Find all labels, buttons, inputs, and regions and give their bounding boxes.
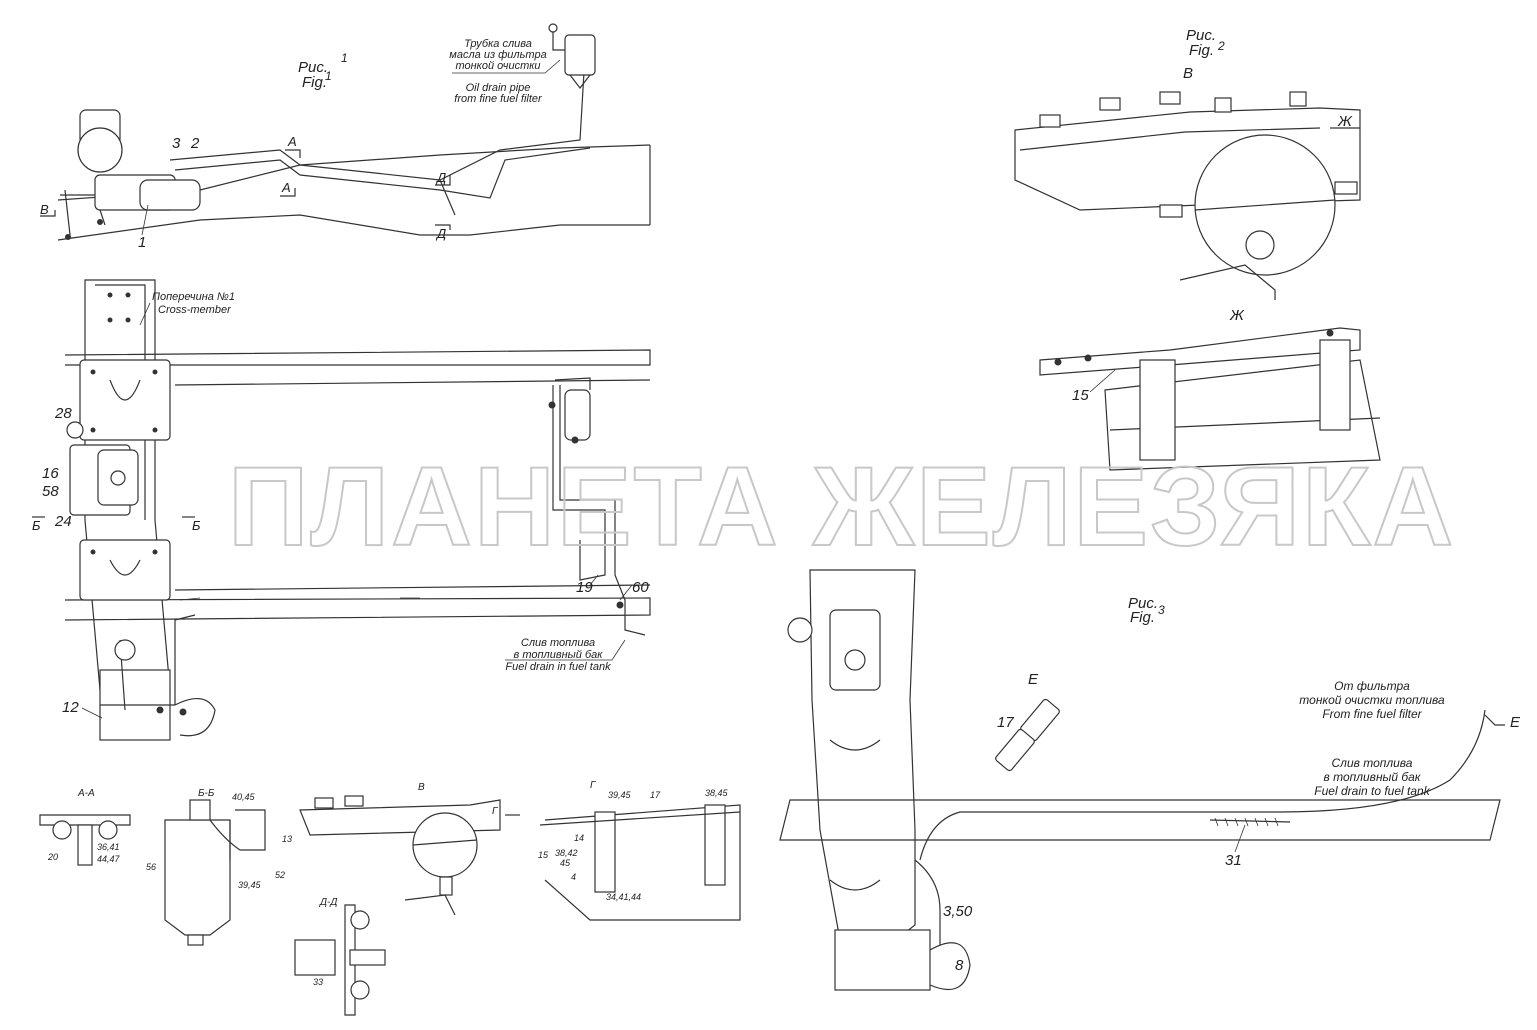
svg-text:19: 19 (576, 579, 593, 596)
section-bb: Б-Б 40,45 13 56 52 39,45 (146, 788, 292, 946)
svg-text:from fine fuel filter: from fine fuel filter (454, 93, 543, 105)
fig3-rail (779, 799, 1501, 841)
svg-text:44,47: 44,47 (97, 854, 121, 864)
svg-text:45: 45 (560, 858, 571, 868)
svg-text:Fig.: Fig. (1130, 609, 1155, 626)
svg-text:Слив топлива: Слив топлива (1332, 756, 1413, 770)
svg-text:24: 24 (54, 513, 72, 530)
svg-text:тонкой очистки: тонкой очистки (455, 60, 540, 72)
svg-text:28: 28 (54, 405, 72, 422)
frame-rail-bottom (57, 214, 650, 241)
section-dd: Д-Д 33 (294, 897, 386, 1016)
svg-text:58: 58 (42, 483, 59, 500)
fig1-number: 1 (341, 51, 348, 65)
svg-text:Рис.: Рис. (1186, 27, 1216, 44)
svg-text:Г: Г (590, 780, 597, 791)
svg-text:Oil drain pipe: Oil drain pipe (466, 82, 531, 94)
svg-text:масла из фильтра: масла из фильтра (449, 49, 546, 61)
svg-text:60: 60 (632, 579, 649, 596)
plan-view: Поперечина №1 Cross-member 28 16 58 24 Б… (32, 279, 651, 741)
view-zh: Ж 15 (1039, 307, 1381, 471)
svg-text:Ж: Ж (1337, 113, 1353, 130)
svg-text:Г: Г (492, 806, 499, 817)
watermark-text: ПЛАНЕТА ЖЕЛЕЗЯКА (228, 444, 1455, 569)
svg-text:От фильтра: От фильтра (1334, 679, 1410, 693)
svg-text:4: 4 (571, 872, 576, 882)
fuel-pump-assembly (60, 109, 201, 240)
svg-text:Fuel drain to fuel tank: Fuel drain to fuel tank (1314, 784, 1430, 798)
oil-drain-pipe (169, 54, 586, 181)
svg-text:Е: Е (1510, 714, 1521, 731)
svg-text:14: 14 (574, 833, 584, 843)
svg-text:Поперечина №1: Поперечина №1 (152, 291, 235, 303)
svg-text:3,50: 3,50 (943, 903, 973, 920)
figure-2-view: Рис. Fig. 2 В Ж (1014, 27, 1361, 300)
svg-text:Д: Д (435, 226, 446, 241)
svg-text:2: 2 (1217, 39, 1225, 53)
svg-text:А: А (287, 134, 297, 149)
section-g: Г 39,45 17 38,45 14 15 38,42 45 4 34,41,… (538, 780, 741, 921)
svg-text:2: 2 (190, 135, 200, 152)
svg-text:16: 16 (42, 465, 59, 482)
svg-text:12: 12 (62, 699, 79, 716)
svg-text:40,45: 40,45 (232, 792, 256, 802)
svg-text:15: 15 (1072, 387, 1089, 404)
svg-text:34,41,44: 34,41,44 (606, 892, 641, 902)
figure-1-view: Рис. 1 Fig. 1 В А А Д (40, 23, 651, 251)
svg-text:Ж: Ж (1229, 307, 1245, 324)
svg-text:Трубка слива: Трубка слива (464, 38, 532, 50)
fig2-rail (1014, 107, 1361, 211)
svg-text:в топливный бак: в топливный бак (1324, 770, 1422, 784)
fig1-label-en: Fig. (302, 74, 327, 91)
section-aa: А-А 20 36,41 44,47 (39, 788, 131, 866)
svg-text:Рис.: Рис. (1128, 595, 1158, 612)
svg-text:Б: Б (192, 518, 201, 533)
svg-text:Б-Б: Б-Б (198, 788, 215, 799)
svg-text:Б: Б (32, 518, 41, 533)
svg-text:В: В (40, 202, 49, 217)
svg-text:31: 31 (1225, 852, 1242, 869)
svg-text:39,45: 39,45 (238, 880, 262, 890)
svg-text:1: 1 (325, 69, 332, 83)
svg-text:А-А: А-А (77, 788, 95, 799)
svg-text:Cross-member: Cross-member (158, 304, 232, 316)
section-v-small: В Г (299, 782, 520, 916)
figure-3-view: Рис. Fig. 3 Е 17 31 3,50 8 От фильтра то… (779, 569, 1521, 991)
svg-text:Д-Д: Д-Д (319, 897, 337, 908)
svg-text:В: В (418, 782, 425, 793)
svg-text:в топливный бак: в топливный бак (514, 649, 604, 661)
svg-text:52: 52 (275, 870, 285, 880)
svg-text:3: 3 (172, 135, 181, 152)
svg-text:тонкой очистки топлива: тонкой очистки топлива (1299, 693, 1445, 707)
svg-text:33: 33 (313, 977, 323, 987)
svg-text:56: 56 (146, 862, 156, 872)
svg-text:А: А (281, 180, 291, 195)
svg-text:Д: Д (435, 170, 446, 185)
svg-text:17: 17 (650, 790, 661, 800)
svg-text:38,42: 38,42 (555, 848, 578, 858)
svg-text:Fig.: Fig. (1189, 42, 1214, 59)
svg-text:13: 13 (282, 834, 292, 844)
svg-text:39,45: 39,45 (608, 790, 632, 800)
svg-text:17: 17 (997, 714, 1014, 731)
svg-text:Слив топлива: Слив топлива (521, 637, 595, 649)
svg-text:20: 20 (47, 852, 58, 862)
svg-text:15: 15 (538, 850, 549, 860)
connector-e (995, 698, 1060, 772)
fig1-label-ru: Рис. (298, 59, 328, 76)
svg-text:В: В (1183, 65, 1193, 82)
svg-text:1: 1 (138, 234, 146, 251)
svg-text:Е: Е (1028, 671, 1039, 688)
svg-text:36,41: 36,41 (97, 842, 120, 852)
svg-text:From fine fuel filter: From fine fuel filter (1322, 707, 1422, 721)
svg-text:3: 3 (1158, 603, 1165, 617)
svg-text:38,45: 38,45 (705, 788, 729, 798)
svg-text:Fuel drain in fuel tank: Fuel drain in fuel tank (505, 661, 611, 673)
svg-text:8: 8 (955, 957, 964, 974)
